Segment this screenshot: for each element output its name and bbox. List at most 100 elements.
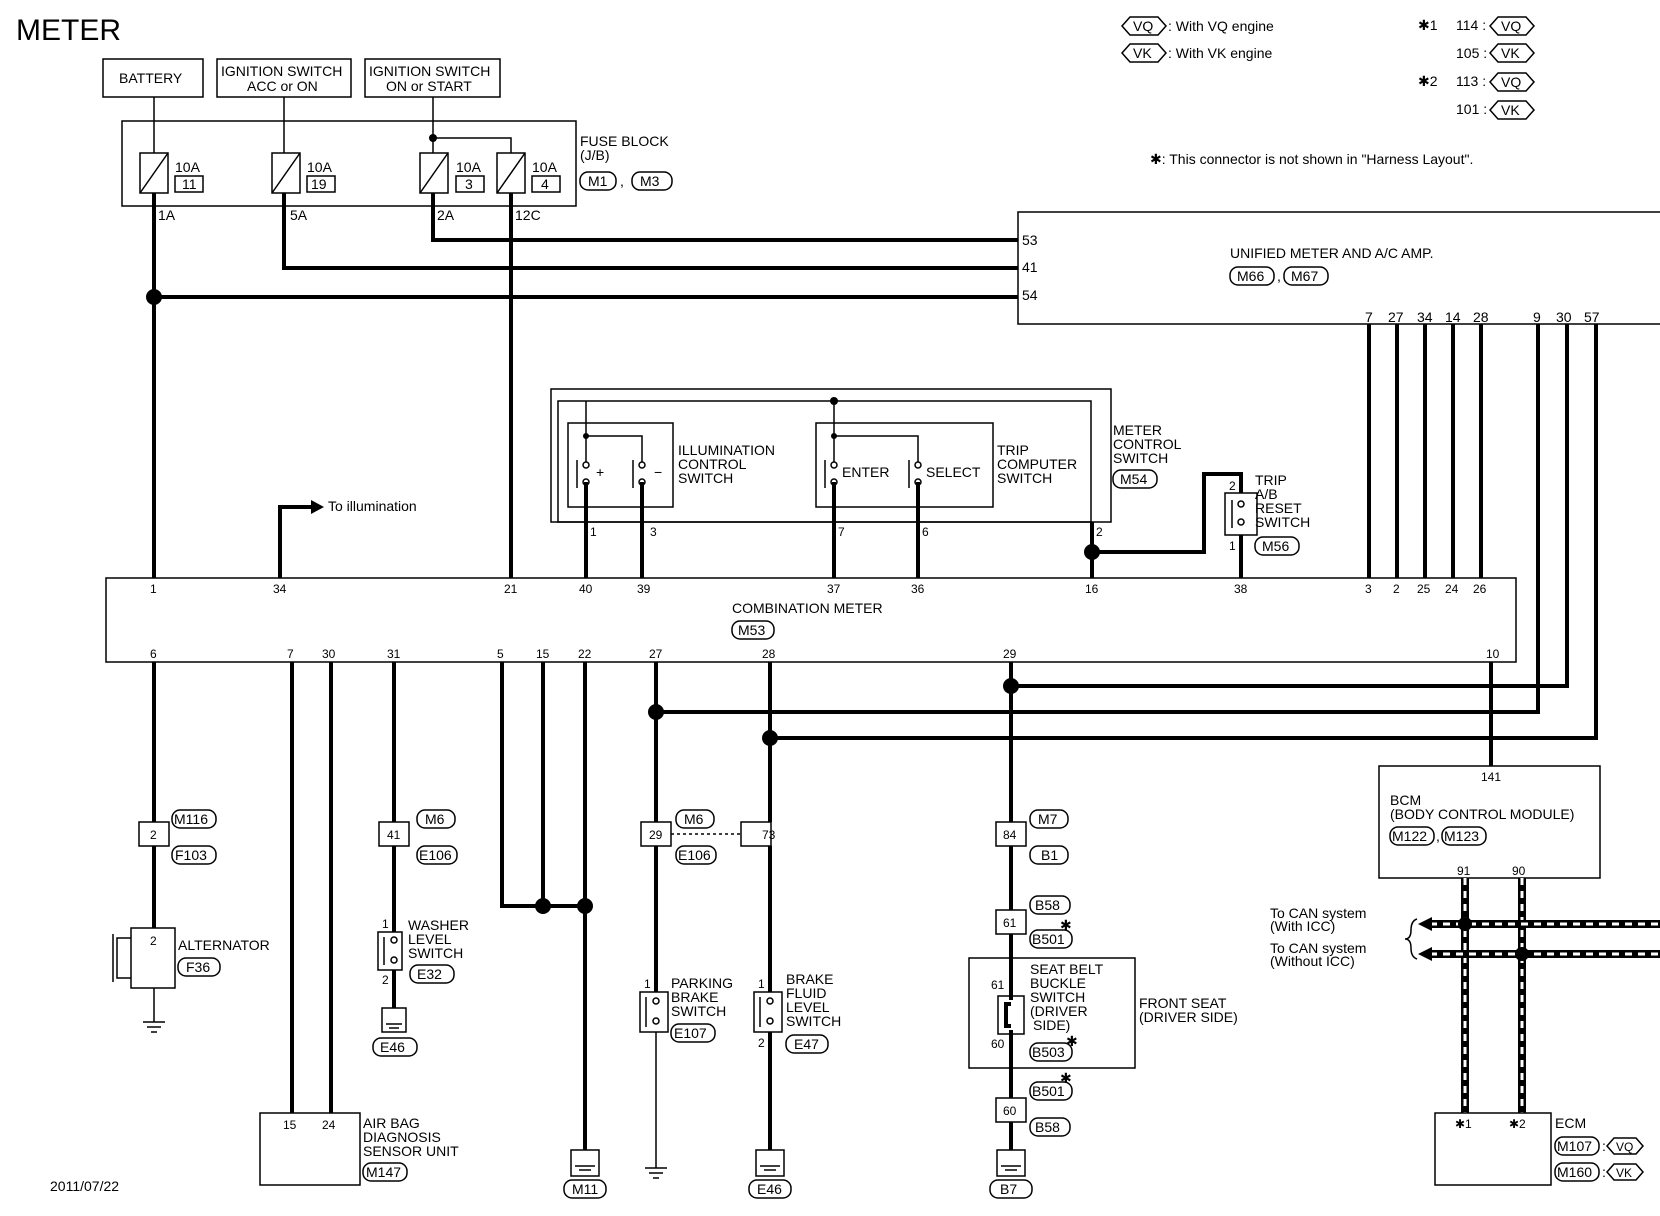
svg-text:1: 1	[150, 582, 157, 596]
svg-text:SWITCH: SWITCH	[1030, 989, 1085, 1005]
combination-meter-label: COMBINATION METER	[732, 600, 883, 616]
svg-text:3: 3	[465, 176, 473, 192]
svg-text:2: 2	[758, 1036, 765, 1050]
svg-text:CONTROL: CONTROL	[1113, 436, 1182, 452]
svg-text:M122: M122	[1392, 828, 1427, 844]
washer-ground: E46	[380, 1039, 405, 1055]
svg-text:B1: B1	[1041, 847, 1058, 863]
svg-text:38: 38	[1234, 582, 1248, 596]
svg-text:SWITCH: SWITCH	[678, 470, 733, 486]
parking-conn: E107	[674, 1025, 707, 1041]
svg-text:COMPUTER: COMPUTER	[997, 456, 1077, 472]
ignition-acc-label-2: ACC or ON	[247, 78, 318, 94]
can-label-1: To CAN system	[1270, 905, 1366, 921]
seat-belt-ground: B7	[1000, 1181, 1017, 1197]
svg-text:LEVEL: LEVEL	[408, 931, 452, 947]
can-label-3: To CAN system	[1270, 940, 1366, 956]
svg-text:M6: M6	[425, 811, 445, 827]
svg-text:1: 1	[758, 977, 765, 991]
svg-text:M107: M107	[1557, 1138, 1592, 1154]
legend-vq-text: : With VQ engine	[1168, 18, 1274, 34]
svg-text:BUCKLE: BUCKLE	[1030, 975, 1086, 991]
airbag-conn: M147	[366, 1164, 401, 1180]
svg-text:40: 40	[579, 582, 593, 596]
svg-text:✱1: ✱1	[1455, 1117, 1472, 1131]
airbag-sensor-unit	[259, 1112, 361, 1186]
trip-reset-conn: M56	[1262, 538, 1289, 554]
brake-fluid-conn: E47	[794, 1036, 819, 1052]
combination-meter-conn: M53	[738, 622, 765, 638]
svg-text:11: 11	[182, 176, 197, 192]
fuse-block-conn-m3: M3	[640, 173, 660, 189]
svg-text:1: 1	[590, 525, 597, 539]
can-label-4: (Without ICC)	[1270, 953, 1355, 969]
svg-text:,: ,	[1277, 268, 1281, 284]
legend: VQ : With VQ engine VK : With VK engine …	[1120, 16, 1536, 167]
diagram-date: 2011/07/22	[50, 1178, 119, 1194]
fuse-block	[121, 120, 577, 207]
bcm-label: BCM	[1390, 792, 1421, 808]
svg-text:10A: 10A	[307, 159, 333, 175]
svg-text:DIAGNOSIS: DIAGNOSIS	[363, 1129, 441, 1145]
svg-text:,: ,	[620, 173, 624, 189]
svg-text:21: 21	[504, 582, 518, 596]
trip-reset-switch	[1224, 492, 1258, 536]
battery-label: BATTERY	[119, 70, 183, 86]
svg-text:TRIP: TRIP	[1255, 472, 1287, 488]
svg-text::: :	[1602, 1138, 1606, 1154]
svg-text:29: 29	[649, 828, 663, 842]
svg-text:5A: 5A	[290, 207, 308, 223]
ignition-on-label-1: IGNITION SWITCH	[369, 63, 490, 79]
meter-control-conn: M54	[1120, 471, 1147, 487]
front-seat-label-1: FRONT SEAT	[1139, 995, 1227, 1011]
svg-text:SENSOR UNIT: SENSOR UNIT	[363, 1143, 459, 1159]
svg-text:10A: 10A	[456, 159, 482, 175]
svg-text:41: 41	[1022, 259, 1038, 275]
front-seat-label-2: (DRIVER SIDE)	[1139, 1009, 1238, 1025]
svg-text:E106: E106	[678, 847, 711, 863]
svg-text:16: 16	[1085, 582, 1099, 596]
svg-text:✱: ✱	[1060, 1070, 1072, 1086]
alternator-label: ALTERNATOR	[178, 937, 270, 953]
note2-a: 113 :	[1456, 73, 1486, 89]
svg-text:14: 14	[1445, 309, 1461, 325]
svg-text::: :	[1602, 1164, 1606, 1180]
combination-meter	[105, 577, 1517, 663]
svg-text:SWITCH: SWITCH	[997, 470, 1052, 486]
washer-conn: E32	[417, 966, 442, 982]
svg-text:24: 24	[322, 1118, 336, 1132]
svg-text:2: 2	[1393, 582, 1400, 596]
svg-text:✱2: ✱2	[1509, 1117, 1526, 1131]
svg-text:39: 39	[637, 582, 651, 596]
svg-text:M6: M6	[684, 811, 704, 827]
svg-text:10A: 10A	[175, 159, 201, 175]
fuse-block-label-2: (J/B)	[580, 147, 610, 163]
svg-text:60: 60	[1003, 1104, 1017, 1118]
to-illumination: To illumination	[328, 498, 417, 514]
fuse-1: 10A 11 1A	[139, 152, 204, 223]
svg-text:,: ,	[1436, 828, 1440, 844]
wire-battery	[152, 193, 1018, 578]
svg-text:141: 141	[1481, 770, 1501, 784]
svg-text:5: 5	[497, 647, 504, 661]
svg-text:12C: 12C	[515, 207, 541, 223]
ignition-acc-label-1: IGNITION SWITCH	[221, 63, 342, 79]
svg-text:SEAT BELT: SEAT BELT	[1030, 961, 1104, 977]
svg-text:✱: ✱	[1066, 1033, 1078, 1049]
svg-text:METER: METER	[1113, 422, 1162, 438]
svg-text:4: 4	[541, 176, 549, 192]
svg-text:15: 15	[283, 1118, 297, 1132]
svg-text:B501: B501	[1032, 931, 1065, 947]
svg-text:✱: ✱	[1060, 917, 1072, 933]
brake-fluid-switch	[753, 991, 783, 1033]
svg-text:SIDE): SIDE)	[1033, 1017, 1070, 1033]
alternator-conn: F36	[186, 959, 210, 975]
legend-vq-tag: VQ	[1133, 18, 1153, 34]
svg-text:VQ: VQ	[1616, 1140, 1633, 1154]
svg-text:(DRIVER: (DRIVER	[1030, 1003, 1088, 1019]
svg-text:SWITCH: SWITCH	[671, 1003, 726, 1019]
svg-text:27: 27	[649, 647, 663, 661]
svg-text:30: 30	[322, 647, 336, 661]
ignition-on-label-2: ON or START	[386, 78, 472, 94]
svg-text:VK: VK	[1616, 1166, 1632, 1180]
